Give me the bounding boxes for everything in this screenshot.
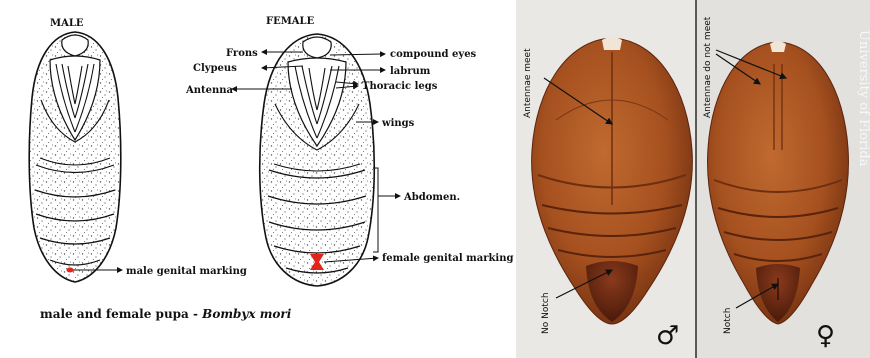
label-notch: Notch (723, 308, 733, 334)
male-genital-mark (67, 268, 74, 273)
female-header: FEMALE (266, 16, 315, 27)
pupa-line-drawing: MALE FEMALE Frons Clypeus Antenna compou… (0, 0, 516, 358)
line-drawing-panel: MALE FEMALE Frons Clypeus Antenna compou… (0, 0, 516, 358)
female-pupa-drawing (260, 34, 375, 286)
label-thoracic-legs: Thoracic legs (362, 81, 438, 92)
label-no-notch: No Notch (541, 292, 551, 334)
label-frons: Frons (226, 48, 258, 59)
label-abdomen: Abdomen. (403, 192, 460, 203)
label-wings: wings (381, 118, 415, 129)
caption-prefix: male and female pupa - (40, 307, 202, 321)
label-antennae-meet: Antennae meet (523, 48, 533, 118)
caption-species: Bombyx mori (201, 307, 292, 321)
label-female-genital-marking: female genital marking (382, 253, 514, 264)
label-antennae-do-not-meet: Antennae do not meet (703, 16, 713, 118)
label-antenna: Antenna (185, 85, 234, 96)
label-labrum: labrum (390, 66, 431, 77)
female-symbol: ♀ (816, 321, 835, 351)
male-header: MALE (50, 18, 84, 29)
pupa-photo: Antennae meet Antennae do not meet No No… (516, 0, 870, 358)
male-symbol: ♂ (656, 321, 679, 351)
label-clypeus: Clypeus (193, 63, 237, 74)
watermark: University of Florida (856, 30, 870, 167)
photo-panel: Antennae meet Antennae do not meet No No… (516, 0, 870, 358)
label-male-genital-marking: male genital marking (126, 266, 247, 277)
label-compound-eyes: compound eyes (390, 49, 477, 60)
diagram-caption: male and female pupa - Bombyx mori (40, 307, 292, 321)
male-pupa-drawing (29, 32, 121, 282)
